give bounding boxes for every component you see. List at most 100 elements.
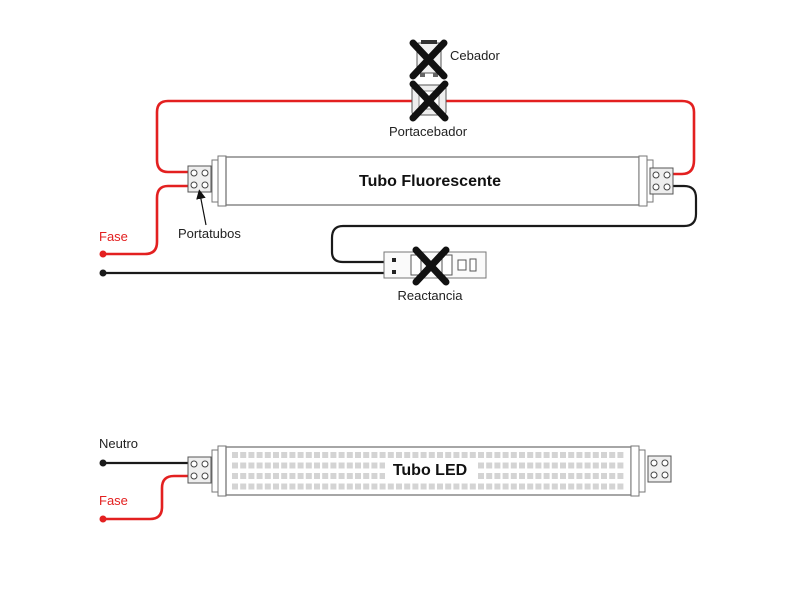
led-dot — [453, 483, 460, 490]
led-dot — [592, 483, 599, 490]
led-dot — [314, 483, 320, 490]
led-dot — [584, 462, 591, 469]
phase-wire-top-loop — [155, 99, 412, 174]
led-dot — [551, 473, 558, 479]
led-dot — [264, 473, 271, 479]
phase-label-led: Fase — [99, 493, 128, 508]
led-dot — [346, 452, 353, 458]
led-dot — [535, 452, 542, 458]
led-dot — [297, 452, 304, 458]
right-lampholder — [649, 167, 674, 195]
led-dot — [379, 462, 386, 469]
led-dot — [346, 473, 353, 479]
led-dot — [330, 483, 337, 490]
led-dot — [322, 483, 329, 490]
led-dot — [535, 483, 542, 490]
led-dot — [461, 483, 468, 490]
led-dot — [322, 473, 329, 479]
led-dot — [519, 483, 525, 490]
led-dot — [592, 473, 599, 479]
fluorescent-tube-label: Tubo Fluorescente — [359, 173, 501, 190]
led-dot — [355, 452, 361, 458]
led-dot — [486, 462, 493, 469]
led-dot — [494, 452, 501, 458]
led-dot — [584, 483, 591, 490]
led-dot — [527, 452, 534, 458]
led-dot — [510, 483, 517, 490]
led-dot — [363, 483, 370, 490]
led-dot — [453, 452, 460, 458]
led-dot — [519, 462, 525, 469]
led-dot — [543, 473, 550, 479]
led-dot — [240, 462, 247, 469]
led-dot — [273, 483, 279, 490]
led-dot-grid — [232, 452, 624, 490]
led-dot — [363, 473, 370, 479]
led-dot — [617, 483, 624, 490]
led-dot — [248, 462, 255, 469]
led-dot — [445, 452, 452, 458]
led-dot — [519, 473, 525, 479]
led-dot — [560, 483, 566, 490]
led-dot — [379, 483, 386, 490]
led-dot — [412, 452, 419, 458]
starter-holder-removed-cross-icon — [409, 80, 449, 122]
led-dot — [478, 483, 484, 490]
led-dot — [322, 462, 329, 469]
led-dot — [281, 462, 288, 469]
led-dot — [297, 483, 304, 490]
led-dot — [469, 483, 476, 490]
led-dot — [494, 473, 501, 479]
led-dot — [502, 452, 509, 458]
led-dot — [264, 462, 271, 469]
led-dot — [355, 483, 361, 490]
led-dot — [281, 483, 288, 490]
led-dot — [232, 483, 238, 490]
led-dot — [510, 462, 517, 469]
led-dot — [601, 483, 607, 490]
led-dot — [592, 452, 599, 458]
led-dot — [387, 452, 394, 458]
led-dot — [232, 473, 238, 479]
led-dot — [445, 483, 452, 490]
neutral-label-led: Neutro — [99, 436, 138, 451]
left-lampholder — [187, 165, 212, 193]
led-dot — [576, 452, 583, 458]
led-dot — [289, 462, 296, 469]
led-dot — [289, 483, 296, 490]
led-dot — [535, 473, 542, 479]
led-dot — [322, 452, 329, 458]
led-dot — [502, 462, 509, 469]
led-dot — [527, 483, 534, 490]
led-label-backdrop — [385, 458, 477, 480]
phase-wire-led — [103, 474, 190, 521]
led-dot — [346, 483, 353, 490]
led-dot — [256, 483, 263, 490]
led-dot — [609, 462, 616, 469]
led-dot — [568, 452, 575, 458]
led-dot — [510, 473, 517, 479]
led-dot — [535, 462, 542, 469]
led-dot — [527, 462, 534, 469]
led-dot — [527, 473, 534, 479]
led-dot — [617, 462, 624, 469]
led-dot — [387, 483, 394, 490]
led-dot — [617, 452, 624, 458]
led-dot — [551, 452, 558, 458]
led-dot — [404, 452, 411, 458]
led-dot — [355, 462, 361, 469]
led-dot — [461, 452, 468, 458]
led-dot — [232, 462, 238, 469]
led-dot — [437, 483, 443, 490]
led-dot — [478, 452, 484, 458]
led-dot — [617, 473, 624, 479]
led-tube-label: Tubo LED — [393, 462, 467, 479]
led-dot — [576, 473, 583, 479]
led-dot — [568, 462, 575, 469]
led-dot — [609, 483, 616, 490]
led-dot — [297, 462, 304, 469]
led-dot — [338, 452, 345, 458]
led-dot — [502, 473, 509, 479]
led-dot — [420, 452, 427, 458]
